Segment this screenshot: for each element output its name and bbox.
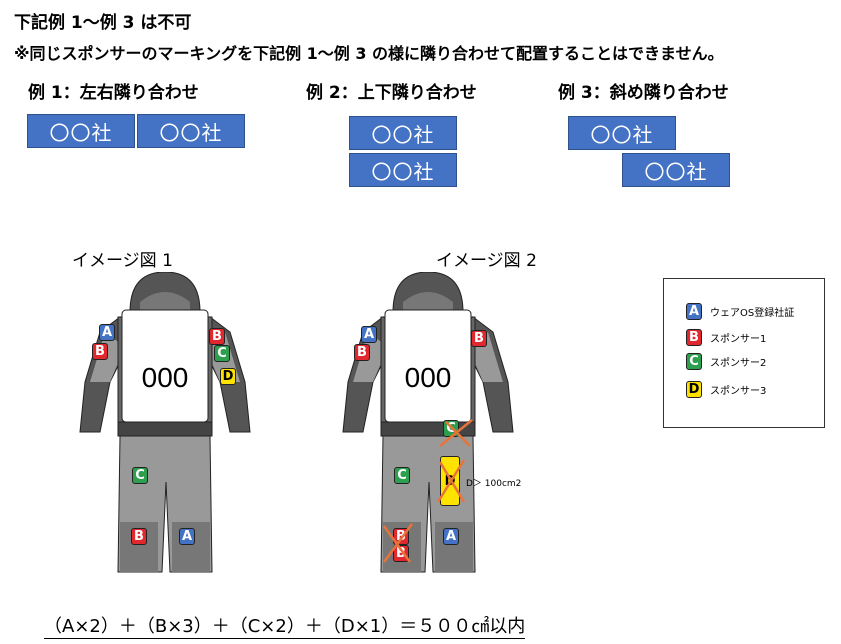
badge-c: C xyxy=(394,467,410,484)
cross-mark-icon xyxy=(382,523,414,563)
badge-a: A xyxy=(179,528,195,545)
suit-illustration-2: 000 xyxy=(342,272,514,573)
example-3-label: 例 3：斜め隣り合わせ xyxy=(558,83,729,103)
sponsor-box: 〇〇社 xyxy=(568,116,676,150)
legend-label: ウェアOS登録社証 xyxy=(710,308,795,319)
legend-item: A ウェアOS登録社証 xyxy=(686,303,794,320)
badge-b: B xyxy=(354,344,370,361)
suit-illustration-1: 000 xyxy=(79,272,251,573)
example-2-label: 例 2：上下隣り合わせ xyxy=(306,83,477,103)
sponsor-box: 〇〇社 xyxy=(349,153,457,187)
legend-label: スポンサー2 xyxy=(710,358,767,369)
badge-a: A xyxy=(361,326,377,343)
bib-number: 000 xyxy=(405,362,452,393)
cross-mark-icon xyxy=(439,419,473,447)
legend-item: B スポンサー1 xyxy=(686,329,766,346)
badge-b: B xyxy=(92,343,108,360)
badge-a: A xyxy=(99,324,115,341)
badge-b: B xyxy=(209,328,225,345)
rule-note: ※同じスポンサーのマーキングを下記例 1～例 3 の様に隣り合わせて配置すること… xyxy=(14,44,724,63)
badge-c: C xyxy=(132,467,148,484)
example-1-label: 例 1：左右隣り合わせ xyxy=(28,83,199,103)
legend-item: C スポンサー2 xyxy=(686,353,766,370)
sponsor-box: 〇〇社 xyxy=(27,114,135,148)
badge-d: D xyxy=(220,368,236,385)
badge-d: D xyxy=(686,381,702,398)
cross-mark-icon xyxy=(436,459,466,503)
sponsor-box: 〇〇社 xyxy=(137,114,245,148)
badge-b: B xyxy=(131,528,147,545)
badge-c: C xyxy=(214,345,230,362)
badge-b: B xyxy=(393,545,409,562)
image-caption-1: イメージ図 1 xyxy=(72,251,173,271)
badge-c: C xyxy=(686,353,702,370)
legend-label: スポンサー3 xyxy=(710,386,767,397)
legend-label: スポンサー1 xyxy=(710,334,767,345)
legend: A ウェアOS登録社証 B スポンサー1 C スポンサー2 D スポンサー3 xyxy=(663,278,825,428)
bib-number: 000 xyxy=(142,362,189,393)
legend-item: D スポンサー3 xyxy=(686,381,766,398)
page-heading: 下記例 1～例 3 は不可 xyxy=(14,13,192,33)
badge-b: B xyxy=(686,329,702,346)
area-formula: （A×2）＋（B×3）＋（C×2）＋（D×1）＝５００㎠以内 xyxy=(44,616,526,639)
area-note: D＞ 100cm2 xyxy=(466,479,522,489)
badge-a: A xyxy=(443,528,459,545)
badge-a: A xyxy=(686,303,702,320)
image-caption-2: イメージ図 2 xyxy=(436,251,537,271)
badge-b: B xyxy=(471,330,487,347)
sponsor-box: 〇〇社 xyxy=(622,153,730,187)
sponsor-box: 〇〇社 xyxy=(349,116,457,150)
